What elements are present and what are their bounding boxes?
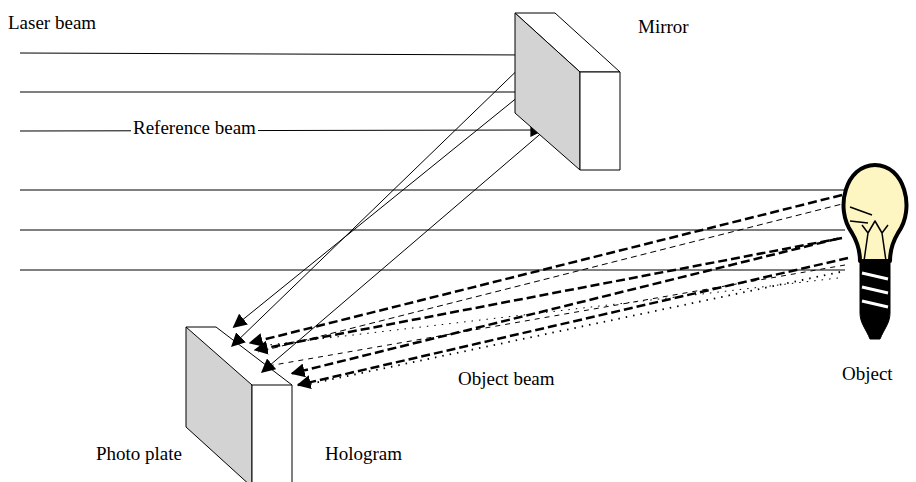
reference-beam (234, 99, 515, 327)
object-beam (292, 239, 838, 374)
beam-label: Object beam (458, 368, 555, 390)
node-label: Mirror (638, 16, 689, 38)
photo-plate: Photo plateHologram (186, 327, 292, 482)
outline-part (515, 13, 580, 170)
outline-part (186, 327, 292, 385)
beam-label: Reference beam (131, 117, 258, 139)
node-label: Object (842, 363, 893, 385)
beam-label: Laser beam (8, 12, 96, 34)
light-bulb-object-outline (838, 163, 912, 343)
node-label: Hologram (325, 443, 402, 465)
node-label: Photo plate (96, 443, 182, 465)
photo-plate-outline (186, 327, 292, 482)
reference-beam-lines (232, 56, 545, 372)
outline-part (862, 273, 888, 307)
outline-part (860, 261, 890, 339)
mirror-outline (515, 13, 620, 170)
mirror: Mirror (515, 13, 620, 170)
outline-part (850, 207, 888, 261)
object-beam-lines (250, 195, 850, 386)
outline-part (252, 385, 292, 482)
laser-beam-lines (20, 53, 845, 270)
light-bulb-object: Object (838, 163, 912, 343)
outline-part (186, 327, 252, 482)
outline-part (844, 165, 907, 261)
outline-part (580, 72, 620, 170)
